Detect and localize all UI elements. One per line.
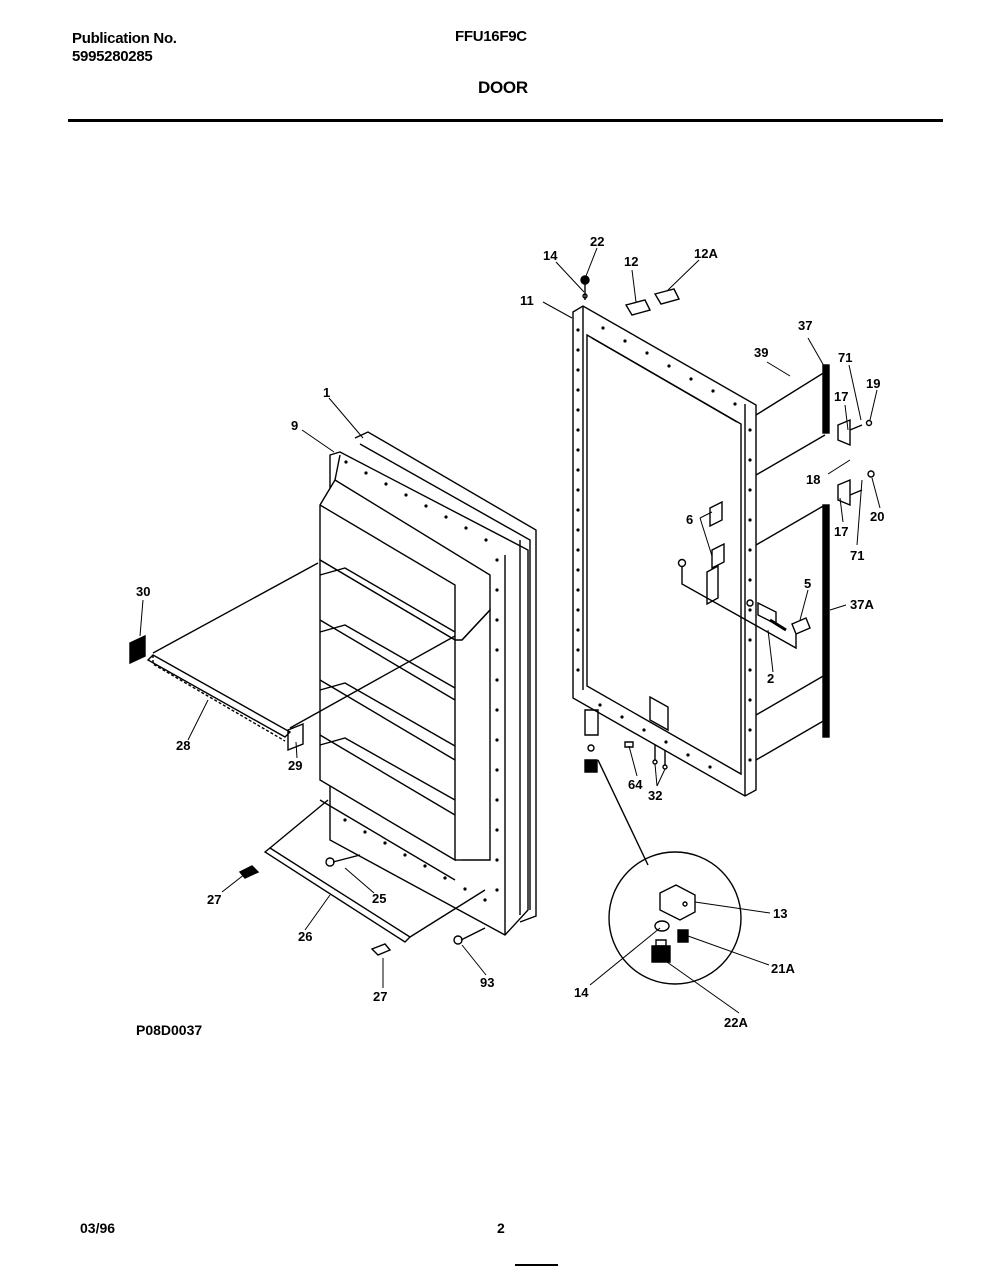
detail-circle xyxy=(608,851,742,985)
callout-13: 13 xyxy=(773,906,787,921)
callout-11: 11 xyxy=(520,293,534,308)
label-plate-12 xyxy=(624,299,652,316)
header-rule xyxy=(68,119,943,122)
footer-date: 03/96 xyxy=(80,1220,116,1236)
callout-14: 14 xyxy=(543,248,558,263)
model-number: FFU16F9C xyxy=(455,28,527,45)
callout-71-lower: 71 xyxy=(850,548,864,563)
callout-12: 12 xyxy=(624,254,638,269)
callout-27-upper: 27 xyxy=(207,892,221,907)
upper-handle-trim-strip xyxy=(822,364,830,434)
callout-71-upper: 71 xyxy=(838,350,852,365)
callout-32: 32 xyxy=(648,788,662,803)
callout-6: 6 xyxy=(686,512,693,527)
callout-93: 93 xyxy=(480,975,494,990)
callout-21a: 21A xyxy=(771,961,795,976)
label-plate-12a xyxy=(653,288,681,305)
callout-29: 29 xyxy=(288,758,302,773)
callout-37a: 37A xyxy=(850,597,874,612)
callout-20: 20 xyxy=(870,509,884,524)
detail-leader xyxy=(597,759,649,866)
callout-19: 19 xyxy=(866,376,880,391)
latch-hooks xyxy=(677,500,797,650)
liner-shelves xyxy=(319,454,491,881)
callout-25: 25 xyxy=(372,891,386,906)
figure-code: P08D0037 xyxy=(136,1022,203,1038)
leader-lines xyxy=(139,247,881,1014)
liner-rivets xyxy=(343,460,499,902)
callout-labels: 22 14 12 12A 11 37 39 71 19 17 18 20 17 … xyxy=(136,234,884,1030)
callout-14-detail: 14 xyxy=(574,985,589,1000)
callout-1: 1 xyxy=(323,385,330,400)
latch-assembly xyxy=(746,599,811,635)
outer-door-panel xyxy=(572,305,757,797)
callout-9: 9 xyxy=(291,418,298,433)
bottom-edge-mark xyxy=(515,1264,558,1266)
callout-22a: 22A xyxy=(724,1015,748,1030)
callout-28: 28 xyxy=(176,738,190,753)
callout-37: 37 xyxy=(798,318,812,333)
callout-17-upper: 17 xyxy=(834,389,848,404)
callout-27-lower: 27 xyxy=(373,989,387,1004)
callout-12a: 12A xyxy=(694,246,718,261)
page-number: 2 xyxy=(497,1220,505,1236)
shelf-bar xyxy=(129,562,456,752)
callout-64: 64 xyxy=(628,777,643,792)
handle-guide-lines xyxy=(755,371,826,761)
top-hinge-pin xyxy=(580,275,590,300)
page-title: DOOR xyxy=(478,78,528,97)
publication-number: 5995280285 xyxy=(72,48,153,65)
callout-2: 2 xyxy=(767,671,774,686)
callout-26: 26 xyxy=(298,929,312,944)
callout-30: 30 xyxy=(136,584,150,599)
handle-brackets xyxy=(837,418,875,507)
bottom-hinge-stack xyxy=(584,709,599,773)
callout-17-lower: 17 xyxy=(834,524,848,539)
publication-label: Publication No. xyxy=(72,30,177,47)
door-rivets xyxy=(576,326,752,769)
lower-handle-trim-strip xyxy=(822,504,830,738)
callout-5: 5 xyxy=(804,576,811,591)
callout-39: 39 xyxy=(754,345,768,360)
callout-22: 22 xyxy=(590,234,604,249)
callout-18: 18 xyxy=(806,472,820,487)
bottom-hinge-bracket xyxy=(649,695,669,732)
